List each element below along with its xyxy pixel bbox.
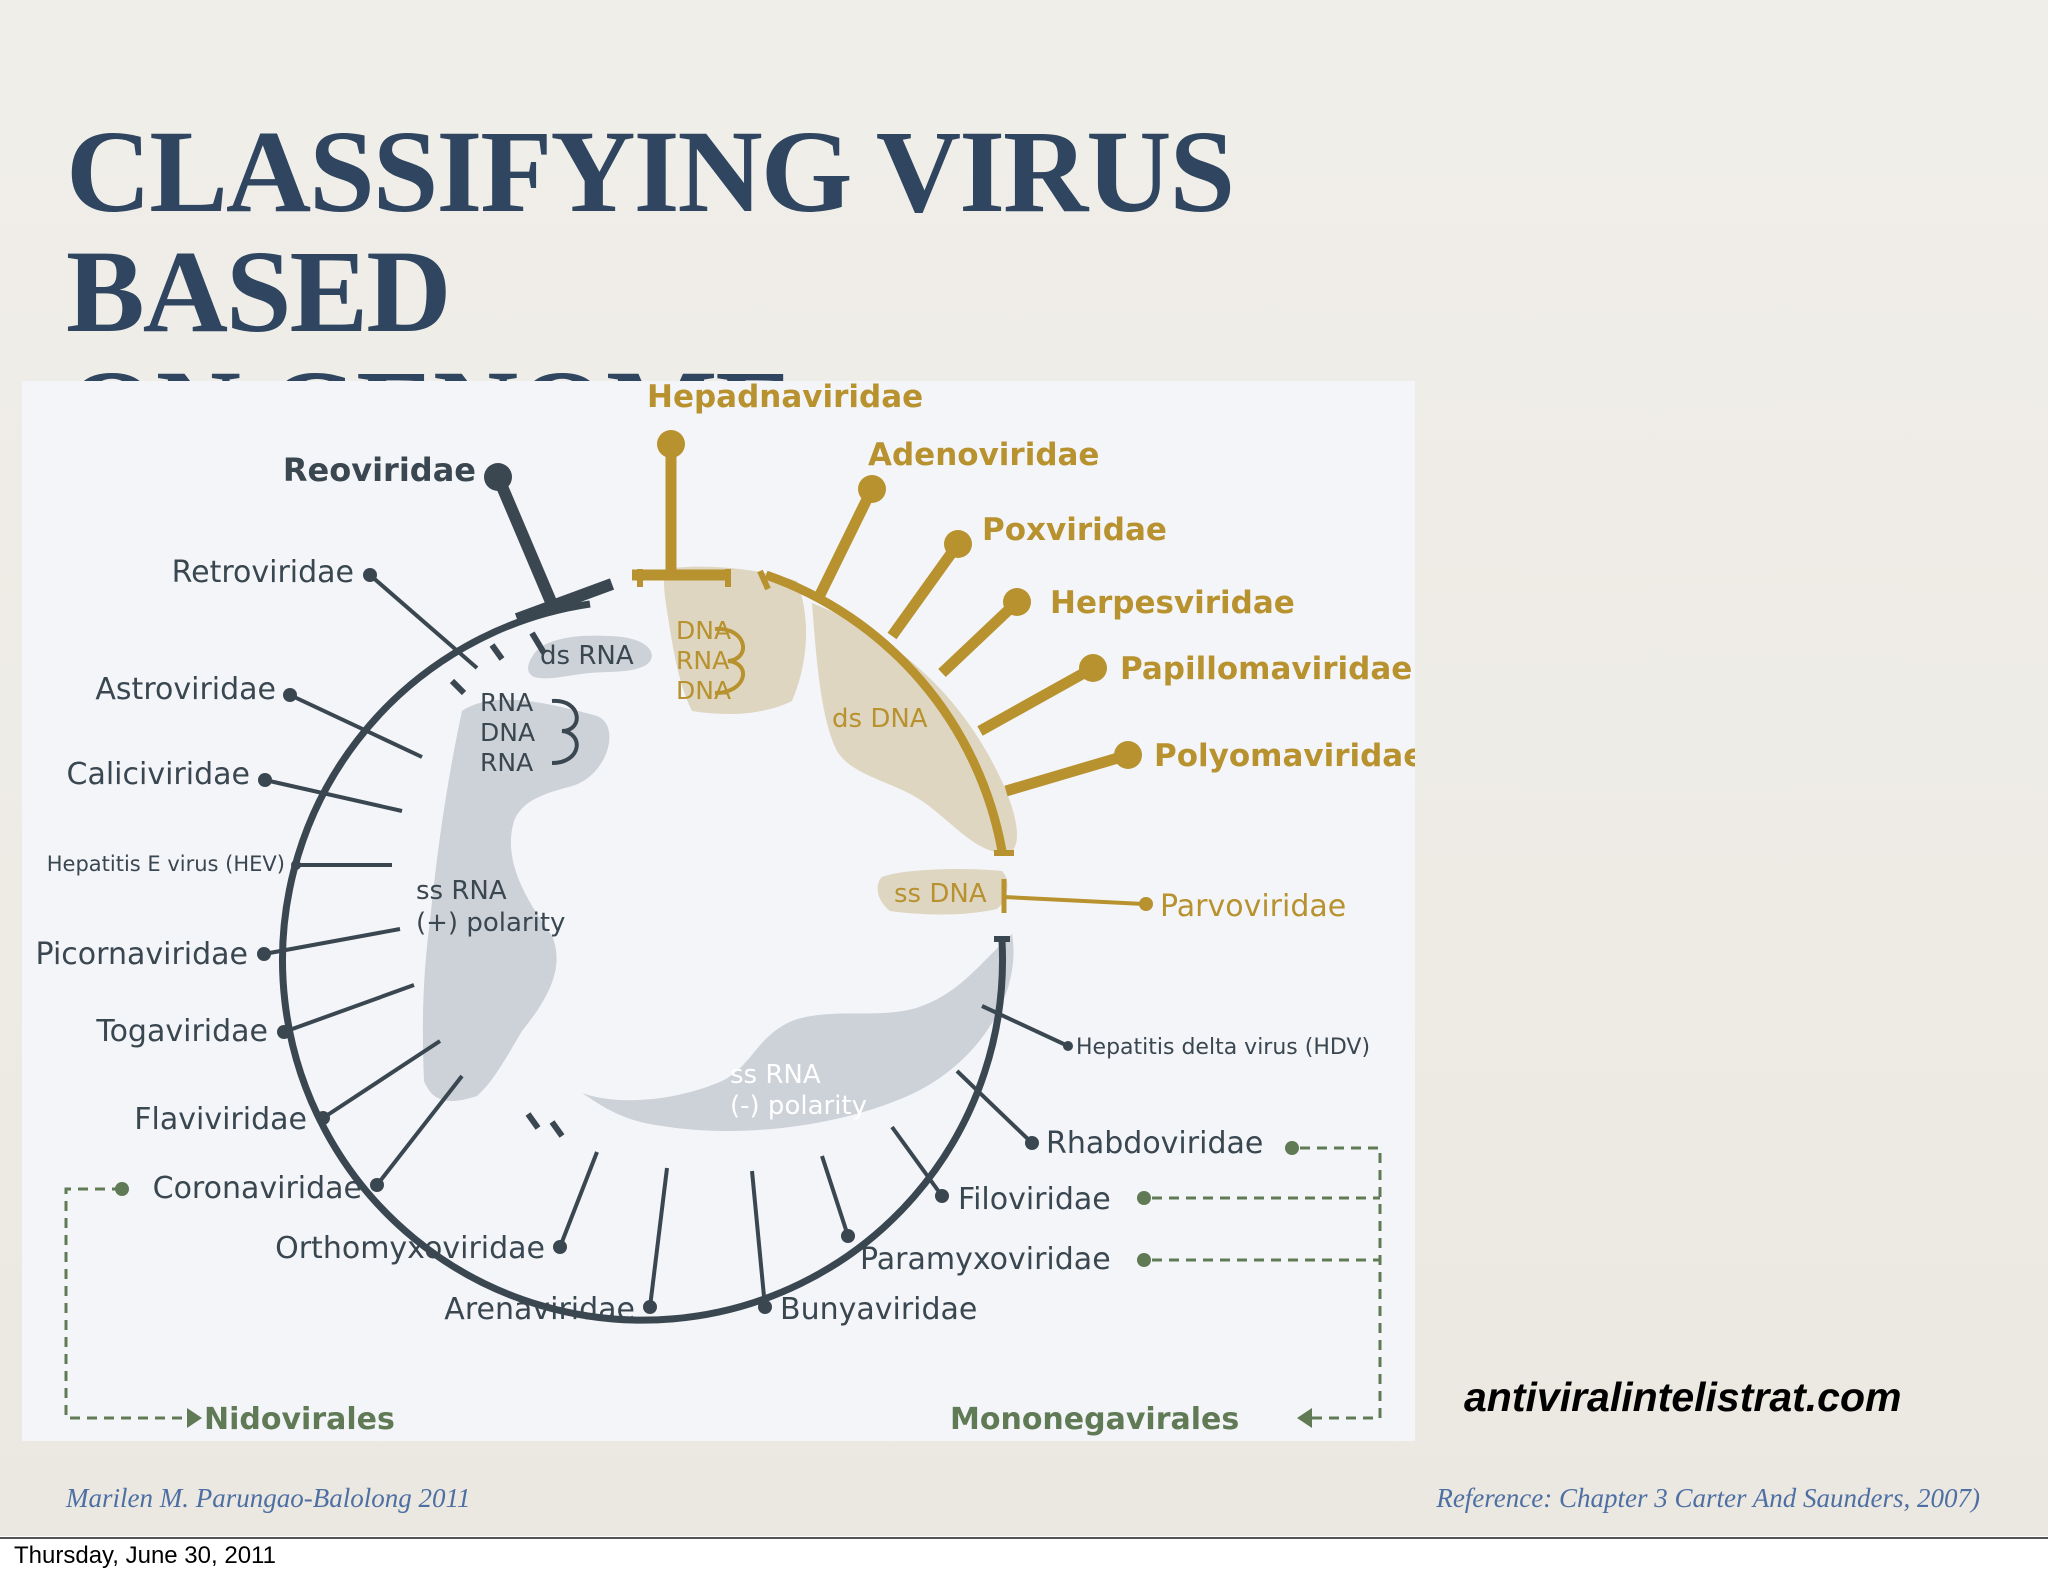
website-watermark: antiviralintelistrat.com — [1464, 1374, 1902, 1420]
rt-rna-label-2: DNA — [480, 718, 535, 747]
order-connectors — [64, 1146, 1382, 1420]
hdv-label: Hepatitis delta virus (HDV) — [1076, 1035, 1370, 1060]
flaviviridae-label: Flaviviridae — [134, 1102, 307, 1137]
rt-rna-label-1: RNA — [480, 688, 533, 717]
mononegavirales-label: Mononegavirales — [950, 1402, 1239, 1437]
picornaviridae-label: Picornaviridae — [36, 937, 248, 972]
arenaviridae-label: Arenaviridae — [444, 1292, 635, 1327]
reoviridae-stalk — [492, 474, 560, 612]
paramyxoviridae-label: Paramyxoviridae — [860, 1242, 1111, 1277]
astroviridae-label: Astroviridae — [95, 672, 276, 707]
ds-dna-label: ds DNA — [832, 704, 928, 734]
rna-segment-caps — [449, 631, 1010, 1138]
slide: CLASSIFYING VIRUS BASED ON GENOME... — [0, 0, 2048, 1536]
papillomaviridae-label: Papillomaviridae — [1120, 651, 1412, 687]
polyomaviridae-label: Polyomaviridae — [1154, 738, 1415, 774]
poxviridae-label: Poxviridae — [982, 512, 1167, 548]
ss-rna-negative-label-1: ss RNA — [730, 1060, 821, 1090]
rna-family-stalks — [263, 573, 1069, 1308]
nidovirales-label: Nidovirales — [204, 1402, 395, 1437]
rt-dna-blob — [663, 566, 807, 714]
order-connector-dots — [115, 1141, 1299, 1267]
filoviridae-label: Filoviridae — [958, 1182, 1111, 1217]
ss-rna-positive-blob — [422, 699, 610, 1101]
caliciviridae-label: Caliciviridae — [67, 757, 250, 792]
ss-rna-positive-label-2: (+) polarity — [416, 908, 565, 938]
adenoviridae-label: Adenoviridae — [868, 437, 1099, 473]
footer-divider — [0, 1537, 2048, 1539]
date-footer: Thursday, June 30, 2011 — [14, 1542, 276, 1569]
hev-label: Hepatitis E virus (HEV) — [47, 852, 285, 876]
virus-classification-diagram: ds RNA RNA DNA RNA DNA RNA DNA ds DNA ss… — [36, 381, 1415, 1437]
parvoviridae-knob — [1139, 897, 1153, 911]
ss-dna-label: ss DNA — [894, 879, 987, 909]
ds-rna-blob — [528, 635, 652, 679]
ss-rna-positive-label-1: ss RNA — [416, 876, 507, 906]
orthomyxoviridae-label: Orthomyxoviridae — [275, 1231, 545, 1266]
parvoviridae-label: Parvoviridae — [1160, 889, 1346, 924]
mononegavirales-arrowhead — [1297, 1408, 1312, 1428]
ds-rna-label: ds RNA — [540, 641, 634, 671]
reoviridae-label: Reoviridae — [283, 451, 476, 489]
rt-dna-cycle-arrow — [714, 626, 745, 695]
reoviridae-knob — [484, 463, 512, 491]
rhabdoviridae-label: Rhabdoviridae — [1046, 1126, 1263, 1161]
togaviridae-label: Togaviridae — [95, 1014, 268, 1049]
rt-dna-label-2: RNA — [676, 646, 729, 675]
reference-citation: Reference: Chapter 3 Carter And Saunders… — [1436, 1483, 1980, 1513]
author-credit: Marilen M. Parungao-Balolong 2011 — [66, 1483, 471, 1513]
ds-dna-blob — [812, 603, 1017, 853]
parvoviridae-stalk — [1003, 895, 1145, 906]
rt-dna-label-1: DNA — [676, 616, 731, 645]
reoviridae-cap — [514, 578, 615, 625]
rna-family-dots — [257, 568, 1073, 1314]
dna-family-stalks — [632, 444, 1130, 797]
hepadnaviridae-label: Hepadnaviridae — [647, 381, 923, 415]
rna-genome-arc — [279, 600, 1006, 1324]
bunyaviridae-label: Bunyaviridae — [780, 1292, 977, 1327]
ss-dna-blob — [877, 869, 1008, 915]
ss-rna-negative-blob — [582, 934, 1014, 1131]
dna-family-knobs — [657, 430, 1142, 769]
herpesviridae-label: Herpesviridae — [1050, 585, 1295, 621]
retroviridae-label: Retroviridae — [172, 555, 354, 590]
rt-rna-cycle-arrow — [551, 698, 579, 765]
nidovirales-arrowhead — [187, 1408, 202, 1428]
coronaviridae-label: Coronaviridae — [153, 1171, 362, 1206]
rt-rna-label-3: RNA — [480, 748, 533, 777]
title-line-1: CLASSIFYING VIRUS BASED — [66, 106, 1235, 357]
diagram-panel: ds RNA RNA DNA RNA DNA RNA DNA ds DNA ss… — [22, 381, 1415, 1441]
rt-dna-label-3: DNA — [676, 676, 731, 705]
ss-rna-negative-label-2: (-) polarity — [730, 1091, 867, 1121]
